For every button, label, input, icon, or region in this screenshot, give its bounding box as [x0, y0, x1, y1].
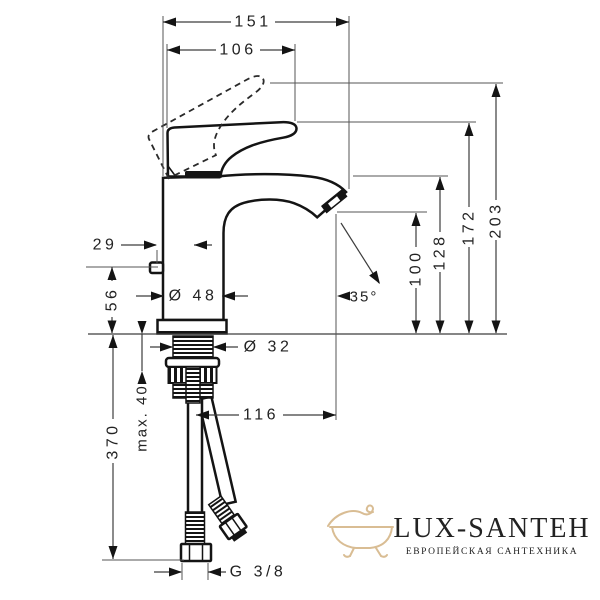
- supply-hose-vertical: [179, 396, 213, 563]
- dim-max40-label: max. 40: [134, 384, 151, 451]
- dim-max-thickness: max. 40: [134, 321, 151, 452]
- dim-offset-29: 29: [93, 237, 212, 263]
- dim-spout-depth: 106: [167, 42, 295, 59]
- dim-handle-height: 172: [461, 123, 478, 334]
- base-plate: [156, 318, 228, 335]
- dim-g38-label: G 3/8: [230, 564, 287, 581]
- dim-raised-height: 203: [488, 84, 505, 334]
- dim-370-label: 370: [105, 422, 122, 459]
- watermark-brand: LUX-SANTEH: [393, 513, 590, 544]
- dim-203-label: 203: [488, 201, 505, 238]
- dim-56-label: 56: [104, 287, 121, 312]
- dim-35-label: 35°: [350, 289, 379, 306]
- dim-116-label: 116: [243, 407, 279, 424]
- watermark-tagline: ЕВРОПЕЙСКАЯ САНТЕХНИКА: [406, 545, 578, 557]
- dim-128-label: 128: [432, 233, 449, 270]
- dim-hose-length-370: 370: [102, 335, 184, 561]
- dim-overall-depth: 151: [163, 14, 349, 31]
- dim-100-label: 100: [408, 249, 425, 286]
- dim-172-label: 172: [461, 208, 478, 245]
- faucet-figure: [143, 72, 348, 563]
- handle-base-joint: [185, 171, 221, 179]
- dim-106-label: 106: [219, 42, 256, 59]
- reference-lines-right: [270, 82, 503, 213]
- faucet-body-outline: [161, 172, 348, 322]
- dim-body-diameter: Ø 48: [136, 288, 248, 305]
- dim-32-label: Ø 32: [244, 339, 293, 356]
- dim-connection-thread: G 3/8: [154, 563, 287, 581]
- aerator-detail: [321, 189, 348, 214]
- dim-spout-angle: 35°: [337, 222, 384, 306]
- dim-spout-reach: 116: [196, 214, 337, 424]
- dim-outlet-height: 100: [408, 213, 425, 334]
- watermark: LUX-SANTEH ЕВРОПЕЙСКАЯ САНТЕХНИКА: [327, 504, 590, 558]
- dim-29-label: 29: [93, 237, 118, 254]
- body-side-tab: [148, 261, 165, 275]
- supply-hose-angled: [196, 394, 248, 542]
- dim-spout-top-height: 128: [432, 177, 449, 334]
- dim-151-label: 151: [234, 14, 271, 31]
- bathtub-logo-icon: [327, 504, 394, 558]
- dim-shank-diameter: Ø 32: [150, 339, 293, 356]
- dim-48-label: Ø 48: [169, 288, 218, 305]
- dim-height-56: 56: [86, 266, 158, 334]
- mounting-shank: [164, 335, 221, 404]
